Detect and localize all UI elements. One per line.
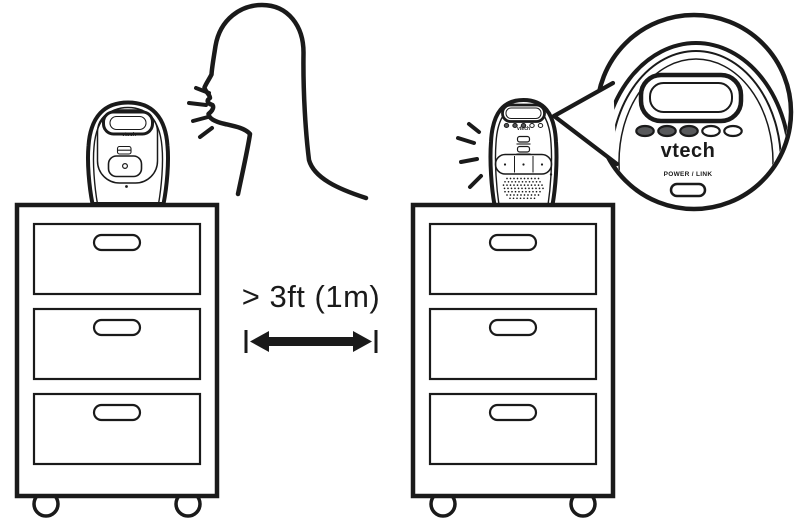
callout-magnifier: [551, 12, 794, 212]
drawer-handle: [488, 403, 538, 422]
callout-led-1: [635, 124, 655, 138]
distance-arrow: [244, 330, 378, 353]
unit-led-2: [512, 123, 518, 128]
baby-unit-mic-hole: [125, 185, 128, 188]
drawer-handle: [92, 403, 142, 422]
volume-down-button: [516, 145, 531, 153]
power-link-button: [669, 182, 707, 198]
callout-handle-window: [638, 72, 744, 124]
baby-unit-button: [107, 155, 143, 178]
drawer-handle: [488, 233, 538, 252]
drawer-handle: [488, 318, 538, 337]
volume-up-button: [516, 135, 531, 143]
drawer-handle: [92, 318, 142, 337]
callout-led-2: [657, 124, 677, 138]
parent-unit-window: [501, 103, 546, 123]
unit-led-4: [529, 123, 535, 128]
power-link-label: POWER / LINK: [663, 171, 713, 178]
unit-led-1: [503, 123, 510, 128]
callout-wedge: [554, 83, 617, 164]
unit-led-3: [520, 123, 527, 128]
brand-logo-baby-unit: vtech: [121, 131, 137, 138]
drawer-handle: [92, 233, 142, 252]
speaker-grille: [502, 177, 546, 200]
callout-led-4: [701, 124, 721, 138]
baby-unit: [86, 100, 170, 206]
unit-led-5: [537, 123, 544, 128]
parent-unit-mic-hole: [549, 173, 553, 176]
distance-label: > 3ft (1m): [241, 279, 381, 314]
parent-unit: [488, 97, 559, 207]
baby-unit-window: [102, 110, 154, 136]
dresser-left: [14, 202, 220, 518]
dresser-right: [410, 202, 616, 518]
brand-logo-parent-unit: vtech: [516, 126, 531, 132]
button-band: [494, 153, 553, 175]
callout-led-3: [679, 124, 699, 138]
sound-lines-icon: [456, 122, 483, 189]
drawer: [32, 222, 202, 296]
person-silhouette: [202, 2, 369, 201]
callout-led-5: [723, 124, 743, 138]
speech-lines-icon: [187, 86, 214, 139]
baby-unit-faceplate: [96, 109, 159, 184]
brand-logo-callout: vtech: [660, 140, 716, 162]
